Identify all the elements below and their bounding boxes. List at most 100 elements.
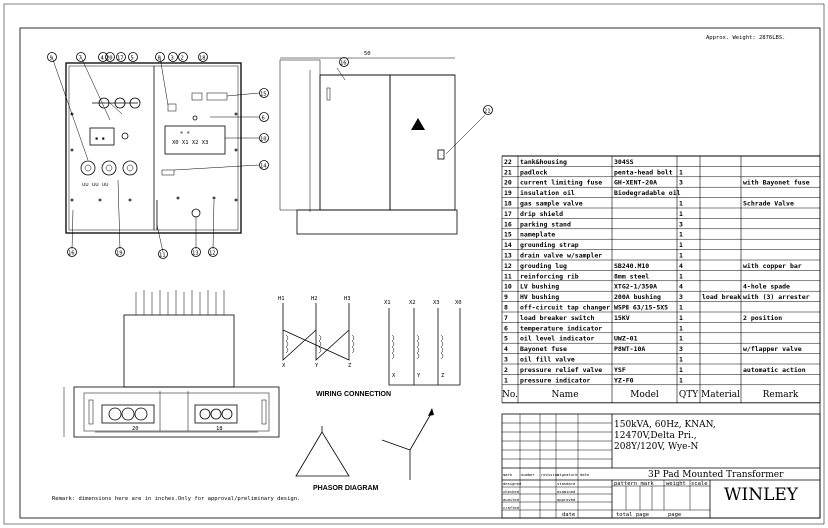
table-cell-qty: 1 [679,168,683,176]
company-name: WINLEY [724,485,799,505]
table-cell-qty: 1 [679,376,683,384]
table-cell-qty: 3 [679,220,683,228]
table-cell-no: 3 [504,356,508,364]
table-cell-name: current limiting fuse [520,179,602,187]
svg-text:8: 8 [158,56,161,62]
svg-text:6: 6 [262,116,265,122]
svg-text:16: 16 [68,251,75,257]
table-cell-name: drip shield [520,210,563,218]
table-cell-name: padlock [520,168,547,176]
svg-text:pattern mark: pattern mark [614,481,654,487]
table-cell-name: gas sample valve [520,200,583,208]
table-cell-material: load break [702,293,741,301]
svg-text:examined: examined [557,489,575,494]
plan-view: 20 18 [63,290,280,438]
table-cell-name: oil level indicator [520,335,594,343]
title-block: 150kVA, 60Hz, KNAN, 12470V,Delta Pri., 2… [501,413,821,519]
svg-text:14: 14 [260,164,267,170]
table-cell-qty: 3 [679,345,683,353]
svg-text:H1: H1 [278,296,285,302]
table-cell-model: SB240.M10 [614,262,649,270]
table-cell-no: 14 [504,241,512,249]
table-cell-model: 8mm steel [614,272,649,280]
outer-border [3,3,825,525]
svg-text:50: 50 [364,51,371,57]
svg-text:13: 13 [192,251,199,257]
table-cell-no: 20 [504,179,512,187]
svg-text:21: 21 [484,109,491,115]
svg-text:7: 7 [79,56,82,62]
svg-text:18: 18 [216,426,223,432]
approx-weight: Approx. Weight: 2876LBS. [706,35,785,41]
table-cell-model: penta-head bolt [614,168,673,176]
table-cell-model: GH-XENT-20A [614,179,657,187]
side-view: 50 16 21 [279,51,493,235]
svg-text:H2: H2 [311,296,318,302]
table-header-model: Model [630,390,659,400]
svg-text:12: 12 [209,251,216,257]
table-cell-qty: 3 [679,293,683,301]
table-cell-qty: 1 [679,210,683,218]
table-cell-name: load breaker switch [520,314,594,322]
spec-line-1: 150kVA, 60Hz, KNAN, [614,420,716,430]
table-cell-name: insulation oil [520,189,575,197]
table-cell-name: LV bushing [520,283,559,291]
drawing-title: 3P Pad Mounted Transformer [648,470,784,480]
svg-text:Y: Y [417,373,421,379]
table-cell-remark: 2 position [743,314,782,322]
table-cell-qty: 1 [679,231,683,239]
table-cell-name: parking stand [520,220,571,228]
table-cell-name: pressure relief valve [520,366,602,374]
svg-text:checked: checked [503,489,519,494]
table-cell-name: Bayonet fuse [520,345,567,353]
svg-text:page: page [668,512,681,518]
table-cell-model: WSPⅡ 63/15-5X5 [614,304,668,312]
svg-text:∪∪ ∪∪ ∪∪: ∪∪ ∪∪ ∪∪ [82,182,109,188]
svg-text:designed: designed [503,481,521,486]
table-cell-no: 7 [504,314,508,322]
table-cell-qty: 1 [679,272,683,280]
table-cell-no: 17 [504,210,512,218]
table-cell-model: UWZ-01 [614,335,638,343]
table-cell-name: pressure indicator [520,376,591,384]
table-header-qty: QTY [679,390,699,400]
table-cell-no: 4 [504,345,508,353]
table-cell-remark: 4-hole spade [743,283,790,291]
table-cell-model: 304SS [614,158,634,166]
table-cell-no: 19 [504,189,512,197]
svg-text:crafted: crafted [503,505,519,510]
phasor-diagram-label: PHASOR DIAGRAM [313,485,379,492]
svg-text:20: 20 [106,56,113,62]
table-cell-name: tank&housing [520,158,567,166]
spec-line-3: 208Y/120V, Wye-N [614,442,698,452]
table-cell-model: YZ-F0 [614,376,634,384]
svg-text:number: number [521,472,535,477]
svg-text:2: 2 [181,56,184,62]
svg-text:✳ ✳: ✳ ✳ [180,130,191,136]
table-cell-qty: 1 [679,304,683,312]
svg-text:X0: X0 [455,300,462,306]
table-cell-name: HV bushing [520,293,559,301]
svg-text:5: 5 [131,56,134,62]
table-cell-qty: 3 [679,179,683,187]
table-cell-no: 2 [504,366,508,374]
table-cell-remark: w/flapper valve [743,345,802,353]
remark-note: Remark: dimensions here are in inches.On… [52,496,300,502]
svg-text:scale: scale [691,481,708,487]
phasor-diagram: PHASOR DIAGRAM [295,408,434,492]
table-cell-qty: 1 [679,324,683,332]
table-cell-no: 16 [504,220,512,228]
table-cell-remark: automatic action [743,366,806,374]
table-cell-qty: 1 [679,252,683,260]
table-header-remark: Remark [763,390,799,400]
svg-text:18: 18 [199,56,206,62]
table-header-material: Material [701,390,740,400]
table-cell-qty: 4 [679,283,683,291]
svg-text:date: date [580,472,590,477]
front-view: ▪ ▪ ∪∪ ∪∪ ∪∪ X0 X1 X2 X3 ✳ ✳ 9 7 4 20 [47,52,269,259]
table-cell-no: 1 [504,376,508,384]
table-cell-remark: with copper bar [743,262,802,270]
svg-text:19: 19 [116,251,123,257]
table-cell-no: 18 [504,200,512,208]
